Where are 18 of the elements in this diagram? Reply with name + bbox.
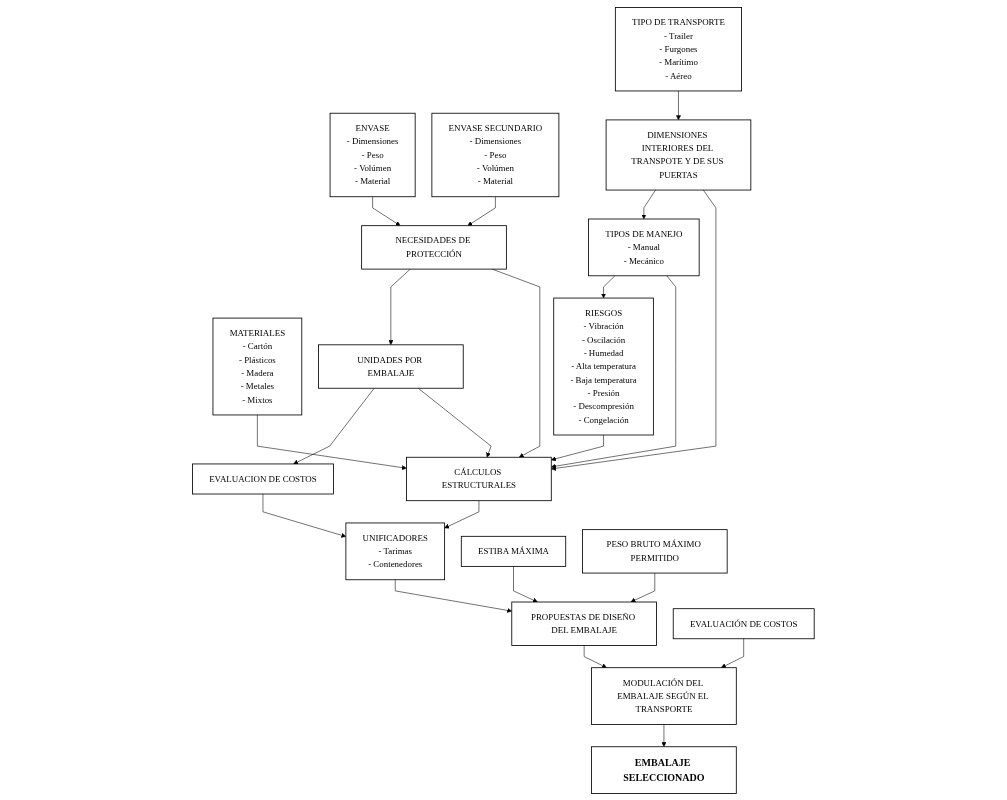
node-box: TIPO DE TRANSPORTE - Trailer - Furgones - Marítimo - Aéreo [615,6,743,91]
node-box: MATERIALES - Cartón - Plásticos - Madera - Metales - Mixtos [212,317,303,415]
node-box: TIPOS DE MANEJO - Manual - Mecánico [588,218,700,276]
node-box: UNIFICADORES - Tarimas - Contenedores [345,522,446,580]
node-box: UNIDADES POR EMBALAJE [318,343,464,389]
node-box: RIESGOS - Vibración - Oscilación - Humedad - Alta temperatura - Baja temperatura - Presión - Descompresión - Congelación [553,297,654,435]
node-box: ESTIBA MÁXIMA [461,535,567,567]
node-box: PESO BRUTO MÁXIMO PERMITIDO [582,528,728,573]
node-box: PROPUESTAS DE DISEÑO DEL EMBALAJE [511,601,658,646]
node-box: EVALUACIÓN DE COSTOS [673,607,815,639]
node-box: EVALUACION DE COSTOS [192,463,334,494]
node-box: ENVASE SECUNDARIO - Dimensiones - Peso - Volúmen - Material [431,112,560,197]
node-box: ENVASE - Dimensiones - Peso - Volúmen - Material [329,112,416,197]
node-box: NECESIDADES DE PROTECCIÓN [361,224,507,270]
node-box: EMBALAJE SELECCIONADO [591,745,737,794]
node-box: MODULACIÓN DEL EMBALAJE SEGÚN EL TRANSPORTE [591,666,737,725]
node-box: DIMENSIONES INTERIORES DEL TRANSPOTE Y DE SUS PUERTAS [605,119,752,190]
node-box: CÁLCULOS ESTRUCTURALES [406,456,552,501]
